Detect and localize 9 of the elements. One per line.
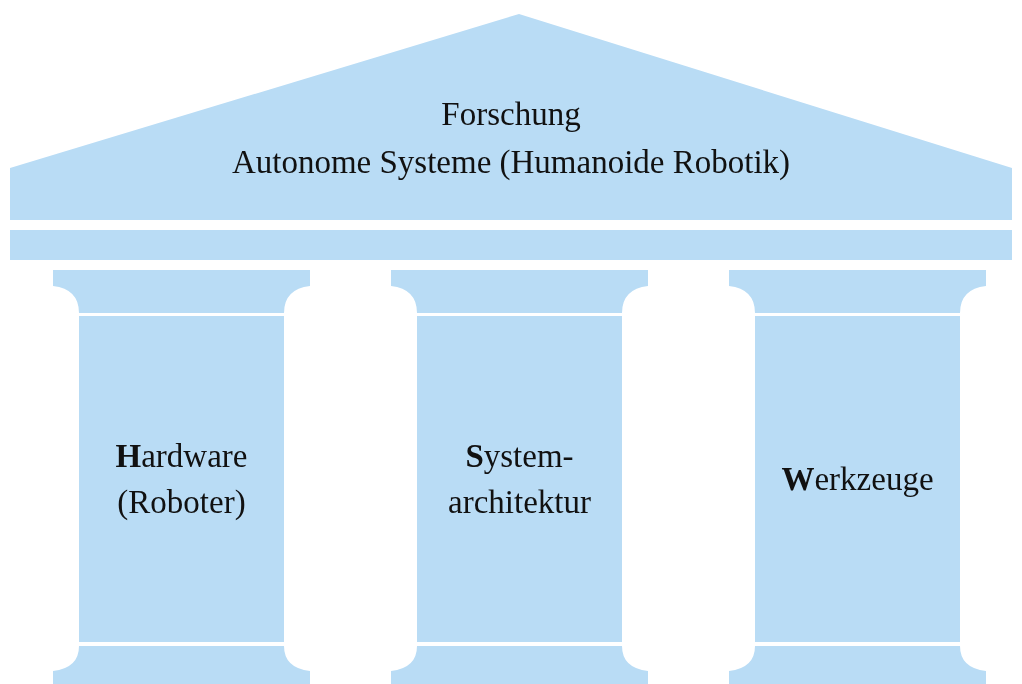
pillar-label: System-architektur <box>447 437 592 522</box>
pillar-label: Werkzeuge <box>781 460 934 499</box>
pillar-shaft <box>755 316 960 642</box>
roof-heading: Forschung <box>440 95 582 134</box>
roof-subtitle: Autonome Systeme (Humanoide Robotik) <box>230 143 792 182</box>
temple-roof <box>10 14 1012 220</box>
pillar-label: Hardware (Roboter) <box>114 437 249 522</box>
pillar-shaft <box>417 316 622 642</box>
pillar-shaft <box>79 316 284 642</box>
